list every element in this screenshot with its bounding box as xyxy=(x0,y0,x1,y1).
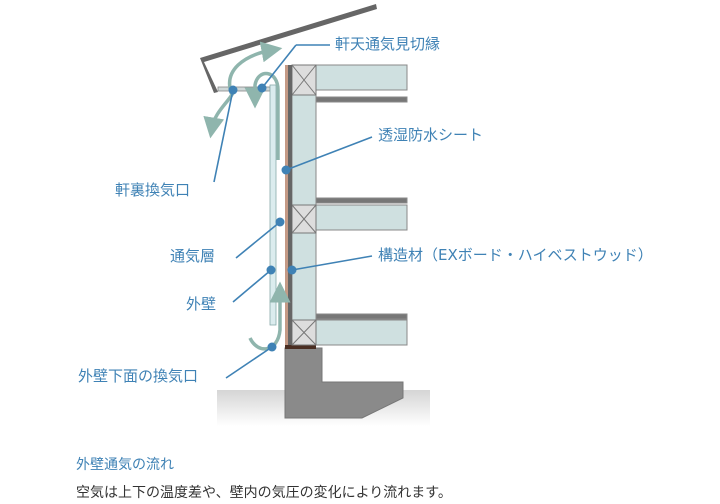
caption-text: 空気は上下の温度差や、壁内の気圧の変化により流れます。 xyxy=(76,485,452,501)
moisture-sheet xyxy=(285,65,288,345)
caption-title: 外壁通気の流れ xyxy=(76,457,174,473)
label-eave-vent: 軒裏換気口 xyxy=(115,181,191,199)
label-structure: 構造材（EXボード・ハイベストウッド） xyxy=(378,246,653,264)
label-moisture-sheet: 透湿防水シート xyxy=(378,126,484,144)
marker-dots xyxy=(228,83,297,352)
board-layer xyxy=(288,65,292,345)
label-outer-wall: 外壁 xyxy=(186,295,217,313)
label-soffit-edge: 軒天通気見切縁 xyxy=(335,35,441,53)
blocking-boxes xyxy=(291,64,317,346)
label-bottom-vent: 外壁下面の換気口 xyxy=(78,367,199,385)
foundation xyxy=(284,347,404,419)
leader-lines xyxy=(213,44,373,379)
roof xyxy=(200,4,377,93)
outer-wall-siding xyxy=(269,84,277,326)
label-air-layer: 通気層 xyxy=(170,247,216,265)
beams xyxy=(315,64,408,346)
sill xyxy=(285,345,316,349)
